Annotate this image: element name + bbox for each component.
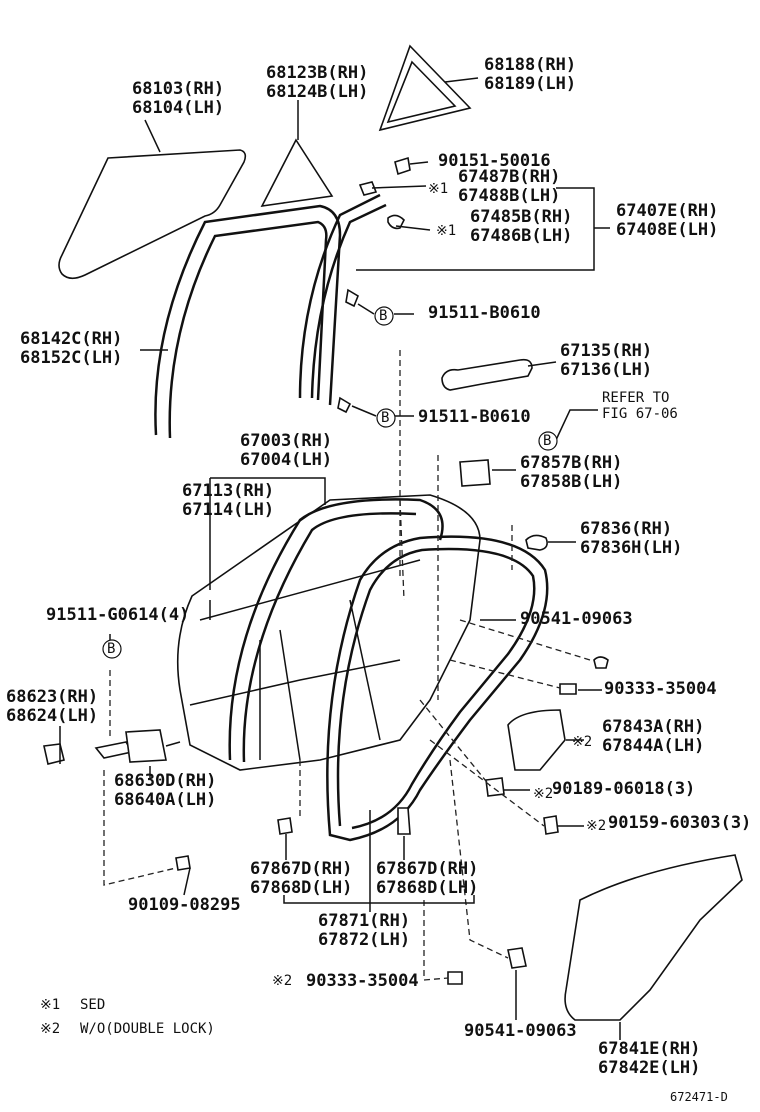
circle-b-2: B: [381, 410, 390, 426]
callout-cover-b: 67485B(RH)67486B(LH): [470, 207, 573, 246]
callout-seal-pad: 67857B(RH)67858B(LH): [520, 453, 623, 492]
circle-b-3: B: [543, 433, 552, 449]
callout-run-channel: 68142C(RH)68152C(LH): [20, 329, 123, 368]
callout-bracket: 67135(RH)67136(LH): [560, 341, 653, 380]
weatherstrip: [326, 535, 549, 905]
run-channel: [140, 204, 342, 439]
callout-screw-2: 90159-60303(3): [608, 813, 752, 833]
trim-board: [564, 854, 743, 1040]
callout-quarter-window: 68188(RH)68189(LH): [484, 55, 577, 94]
callout-frame-garnish: 67407E(RH)67408E(LH): [616, 201, 719, 240]
callout-clip-5: 67867D(RH)67868D(LH): [376, 859, 479, 898]
callout-clip-1: 90541-09063: [520, 609, 633, 629]
note2-mark-c: ※2: [586, 818, 607, 834]
callout-screw-1: 90151-50016: [438, 151, 551, 171]
leader-lines: [59, 185, 602, 1020]
hinge: [94, 729, 181, 763]
callout-weatherstrip: 67113(RH)67114(LH): [182, 481, 275, 520]
figure-id: 672471-D: [670, 1090, 728, 1104]
small-parts-top: [337, 156, 429, 417]
quarter-glass: [260, 100, 334, 208]
note1-mark-b: ※1: [436, 223, 457, 239]
callout-bolt-g: 91511-G0614(4): [46, 605, 190, 625]
hole-cover: [525, 534, 548, 551]
note1-mark-a: ※1: [428, 181, 449, 197]
note2-mark-a: ※2: [572, 734, 593, 750]
callout-clip-4: 67867D(RH)67868D(LH): [250, 859, 353, 898]
callout-belt-strip: 67871(RH)67872(LH): [318, 911, 411, 950]
callout-glass: 68103(RH)68104(LH): [132, 79, 225, 118]
seal-pad: [459, 459, 491, 487]
legend-mark-1: ※1: [40, 997, 61, 1013]
note2-mark-d: ※2: [272, 973, 293, 989]
quarter-window-frame: [378, 44, 479, 132]
circle-b-4: B: [107, 641, 116, 657]
legend-mark-2: ※2: [40, 1021, 61, 1037]
legend-text-2: W/O(DOUBLE LOCK): [80, 1021, 215, 1037]
callout-trim-board: 67841E(RH)67842E(LH): [598, 1039, 701, 1078]
callout-clip-2: 90333-35004: [604, 679, 717, 699]
callout-service-cover: 67843A(RH)67844A(LH): [602, 717, 705, 756]
circle-b-markers: [102, 306, 558, 659]
callout-check: 68623(RH)68624(LH): [6, 687, 99, 726]
service-cover: [507, 709, 566, 771]
callout-clip-6: 90333-35004: [306, 971, 419, 991]
dashed-leaders: [103, 350, 591, 981]
callout-hole-cover: 67836(RH)67836H(LH): [580, 519, 683, 558]
callout-quarter-glass: 68123B(RH)68124B(LH): [266, 63, 369, 102]
bracket: [441, 358, 557, 391]
callout-bolt-b2: 91511-B0610: [418, 407, 531, 427]
legend-text-1: SED: [80, 997, 106, 1013]
callout-clip-7: 90541-09063: [464, 1021, 577, 1041]
callout-bolt-h: 90109-08295: [128, 895, 241, 915]
circle-b-1: B: [379, 308, 388, 324]
callout-cover-a: 67487B(RH)67488B(LH): [458, 167, 561, 206]
callout-clip-3: 90189-06018(3): [552, 779, 696, 799]
callout-panel: 67003(RH)67004(LH): [240, 431, 333, 470]
frame-garnish: [298, 187, 610, 399]
door-panel: [176, 477, 481, 771]
door-glass: [58, 119, 247, 280]
callout-bolt-b1: 91511-B0610: [428, 303, 541, 323]
check: [43, 743, 65, 765]
fasteners: [175, 656, 609, 985]
callout-hinge: 68630D(RH)68640A(LH): [114, 771, 217, 810]
note2-mark-b: ※2: [533, 786, 554, 802]
